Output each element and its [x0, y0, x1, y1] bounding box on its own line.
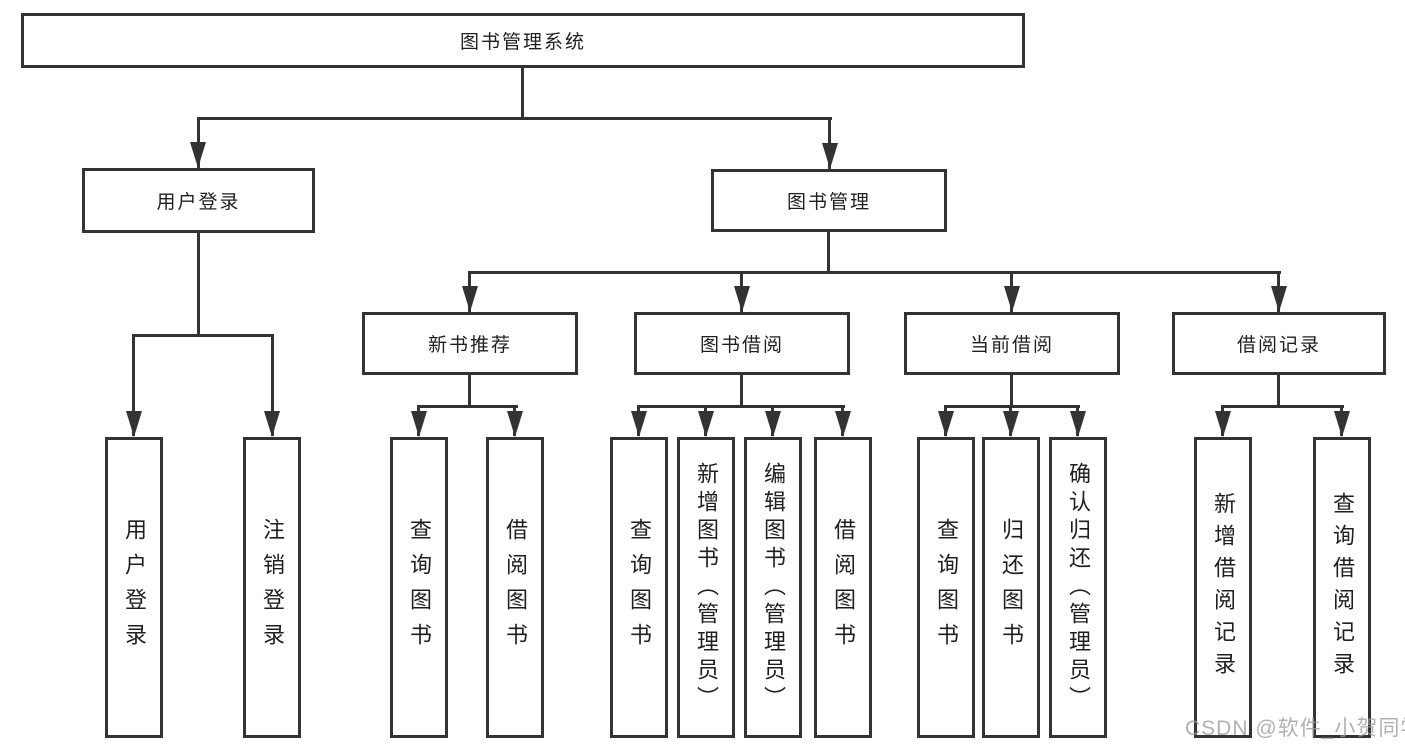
node-root: 图书管理系统: [21, 13, 1025, 68]
leaf-logout: 注销登录: [243, 437, 301, 738]
node-user-login: 用户登录: [82, 168, 315, 233]
connector-leaf-stem: [271, 334, 274, 436]
leaf-query-book-1: 查询图书: [390, 437, 448, 738]
node-root-label: 图书管理系统: [459, 32, 586, 53]
connector-bookborrow-hline: [637, 405, 845, 408]
node-current-borrow: 当前借阅: [904, 312, 1120, 375]
connector-borrowrecords-hline: [1221, 405, 1344, 408]
leaf-return-book-label: 归还图书: [999, 517, 1024, 658]
connector-level3-hline: [468, 271, 1281, 274]
leaf-query-book-2-label: 查询图书: [627, 517, 652, 658]
leaf-query-book-3-label: 查询图书: [934, 517, 959, 658]
node-book-management: 图书管理: [711, 169, 947, 232]
node-user-login-label: 用户登录: [156, 192, 241, 213]
leaf-borrow-book-1-label: 借阅图书: [503, 517, 528, 658]
leaf-add-borrow-record-label: 新增借阅记录: [1211, 491, 1236, 684]
leaf-edit-book-admin-label: 编辑图书（管理员）: [761, 461, 786, 714]
arrow-down-icon: [1215, 411, 1231, 437]
leaf-add-book-admin-label: 新增图书（管理员）: [694, 461, 719, 714]
connector-book-mgmt-down: [827, 232, 830, 273]
leaf-query-book-2: 查询图书: [610, 437, 668, 738]
connector-user-login-down: [197, 233, 200, 335]
leaf-add-book-admin: 新增图书（管理员）: [677, 437, 735, 738]
connector-newbook-down: [468, 375, 471, 406]
node-borrow-records-label: 借阅记录: [1236, 335, 1321, 356]
connector-bookborrow-down: [740, 375, 743, 406]
arrow-down-icon: [1334, 411, 1350, 437]
leaf-logout-label: 注销登录: [260, 517, 285, 658]
arrow-down-icon: [698, 411, 714, 437]
arrow-down-icon: [765, 411, 781, 437]
arrow-down-icon: [190, 142, 206, 168]
arrow-down-icon: [1004, 286, 1020, 312]
connector-currentborrow-down: [1010, 375, 1013, 406]
leaf-query-book-1-label: 查询图书: [407, 517, 432, 658]
leaf-query-borrow-record-label: 查询借阅记录: [1330, 491, 1355, 684]
node-book-management-label: 图书管理: [786, 192, 871, 213]
arrow-down-icon: [1070, 411, 1086, 437]
csdn-watermark: CSDN @软件_小贺同学: [1185, 717, 1405, 740]
leaf-confirm-return-admin: 确认归还（管理员）: [1049, 437, 1107, 738]
leaf-query-borrow-record: 查询借阅记录: [1313, 437, 1371, 738]
connector-borrowrecords-down: [1277, 375, 1280, 406]
connector-leaf-stem: [132, 334, 135, 436]
leaf-confirm-return-admin-label: 确认归还（管理员）: [1066, 461, 1091, 714]
arrow-down-icon: [264, 411, 280, 437]
leaf-user-login-label: 用户登录: [122, 517, 147, 658]
connector-root-stem: [521, 68, 524, 118]
leaf-query-book-3: 查询图书: [917, 437, 975, 738]
arrow-down-icon: [1271, 286, 1287, 312]
connector-newbook-hline: [417, 405, 518, 408]
leaf-edit-book-admin: 编辑图书（管理员）: [744, 437, 802, 738]
arrow-down-icon: [822, 143, 838, 169]
arrow-down-icon: [938, 411, 954, 437]
arrow-down-icon: [631, 411, 647, 437]
connector-level2-hline: [197, 117, 832, 120]
leaf-user-login: 用户登录: [105, 437, 163, 738]
arrow-down-icon: [462, 286, 478, 312]
arrow-down-icon: [507, 411, 523, 437]
arrow-down-icon: [734, 286, 750, 312]
arrow-down-icon: [411, 411, 427, 437]
arrow-down-icon: [835, 411, 851, 437]
leaf-borrow-book-2-label: 借阅图书: [831, 517, 856, 658]
arrow-down-icon: [126, 411, 142, 437]
leaf-return-book: 归还图书: [982, 437, 1040, 738]
node-current-borrow-label: 当前借阅: [969, 335, 1054, 356]
node-book-borrow-label: 图书借阅: [699, 335, 784, 356]
node-new-book-recommend-label: 新书推荐: [427, 335, 512, 356]
node-borrow-records: 借阅记录: [1172, 312, 1386, 375]
leaf-borrow-book-1: 借阅图书: [486, 437, 544, 738]
node-new-book-recommend: 新书推荐: [362, 312, 578, 375]
arrow-down-icon: [1003, 411, 1019, 437]
leaf-add-borrow-record: 新增借阅记录: [1194, 437, 1252, 738]
connector-currentborrow-hline: [944, 405, 1080, 408]
node-book-borrow: 图书借阅: [634, 312, 850, 375]
leaf-borrow-book-2: 借阅图书: [814, 437, 872, 738]
connector-user-login-hline: [132, 334, 274, 337]
